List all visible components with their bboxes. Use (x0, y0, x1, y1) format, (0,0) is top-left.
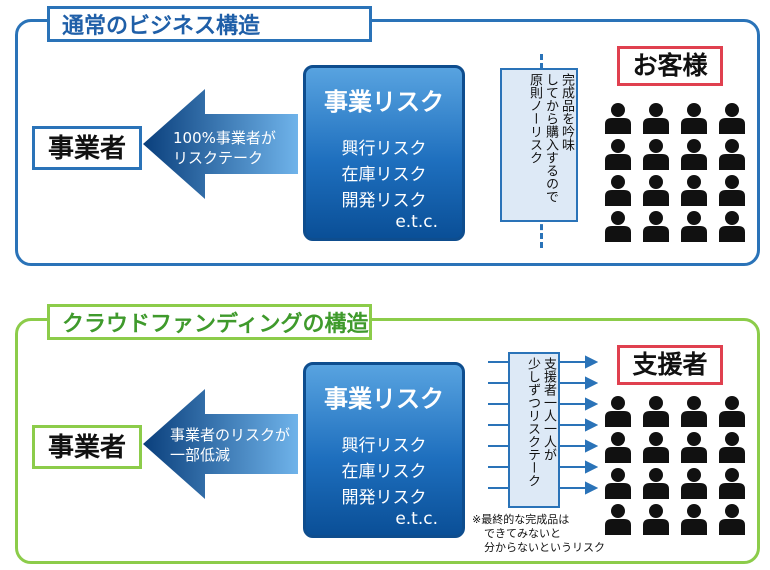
person-icon (717, 467, 755, 503)
person-icon (603, 174, 641, 210)
customer-crowd (603, 102, 755, 246)
person-icon (603, 210, 641, 246)
business-risk-title-bottom: 事業リスク (324, 385, 444, 413)
business-operator-label-top: 事業者 (32, 126, 142, 170)
arrow-left-icon (143, 89, 298, 199)
person-icon (641, 431, 679, 467)
risk-etc-top: e.t.c. (395, 212, 438, 232)
person-icon (717, 102, 755, 138)
arrow-text-bottom-2: 一部低減 (170, 446, 231, 464)
person-icon (603, 102, 641, 138)
person-icon (717, 138, 755, 174)
normal-business-title: 通常のビジネス構造 (47, 6, 372, 42)
business-risk-box-top: 事業リスク 興行リスク 在庫リスク 開発リスク e.t.c. (303, 65, 465, 241)
crowdfunding-panel (15, 318, 760, 564)
supporter-share-box: 支援者一人一人が 少しずつリスクテーク (508, 352, 560, 508)
person-icon (603, 395, 641, 431)
risk-item-bottom-1: 興行リスク (341, 436, 427, 456)
person-icon (641, 210, 679, 246)
person-icon (641, 174, 679, 210)
person-icon (641, 138, 679, 174)
supporter-label: 支援者 (617, 345, 723, 385)
no-risk-line-1: 完成品を吟味 (559, 73, 574, 151)
person-icon (717, 395, 755, 431)
note-line-2: できてみないと (484, 527, 561, 540)
risk-item-top-2: 在庫リスク (341, 165, 427, 185)
supporter-share-line-2: 少しずつリスクテーク (525, 357, 540, 487)
arrow-text-top-1: 100%事業者が (173, 129, 276, 147)
risk-arrow-bottom: 事業者のリスクが 一部低減 (143, 389, 298, 499)
person-icon (641, 467, 679, 503)
person-icon (717, 503, 755, 539)
person-icon (641, 102, 679, 138)
risk-arrow-top: 100%事業者が リスクテーク (143, 89, 298, 199)
risk-etc-bottom: e.t.c. (395, 509, 438, 529)
no-risk-line-3: 原則ノーリスク (527, 73, 542, 164)
person-icon (679, 210, 717, 246)
person-icon (717, 431, 755, 467)
risk-item-bottom-3: 開発リスク (341, 488, 427, 508)
arrow-left-icon (143, 389, 298, 499)
person-icon (679, 467, 717, 503)
crowdfunding-title: クラウドファンディングの構造 (47, 304, 372, 340)
no-risk-note-box: 完成品を吟味 してから購入するので 原則ノーリスク (500, 68, 578, 222)
supporter-share-line-1: 支援者一人一人が (541, 357, 556, 461)
customer-label: お客様 (617, 46, 723, 86)
person-icon (679, 503, 717, 539)
risk-item-bottom-2: 在庫リスク (341, 462, 427, 482)
person-icon (641, 503, 679, 539)
risk-item-top-1: 興行リスク (341, 139, 427, 159)
arrow-text-bottom-1: 事業者のリスクが (170, 426, 291, 444)
note-line-3: 分からないというリスク (484, 541, 605, 554)
supporter-crowd (603, 395, 755, 539)
note-line-1: ※最終的な完成品は (472, 513, 570, 526)
person-icon (603, 431, 641, 467)
person-icon (679, 138, 717, 174)
arrow-text-top-2: リスクテーク (173, 149, 264, 167)
no-risk-line-2: してから購入するので (543, 73, 558, 203)
person-icon (679, 395, 717, 431)
person-icon (641, 395, 679, 431)
person-icon (679, 431, 717, 467)
person-icon (679, 102, 717, 138)
person-icon (603, 503, 641, 539)
business-risk-box-bottom: 事業リスク 興行リスク 在庫リスク 開発リスク e.t.c. (303, 362, 465, 538)
person-icon (717, 210, 755, 246)
final-product-risk-note: ※最終的な完成品は できてみないと 分からないというリスク (472, 513, 605, 555)
person-icon (679, 174, 717, 210)
business-risk-title-top: 事業リスク (324, 88, 444, 116)
normal-business-panel (15, 19, 760, 266)
business-operator-label-bottom: 事業者 (32, 425, 142, 469)
person-icon (603, 467, 641, 503)
person-icon (717, 174, 755, 210)
risk-item-top-3: 開発リスク (341, 191, 427, 211)
person-icon (603, 138, 641, 174)
